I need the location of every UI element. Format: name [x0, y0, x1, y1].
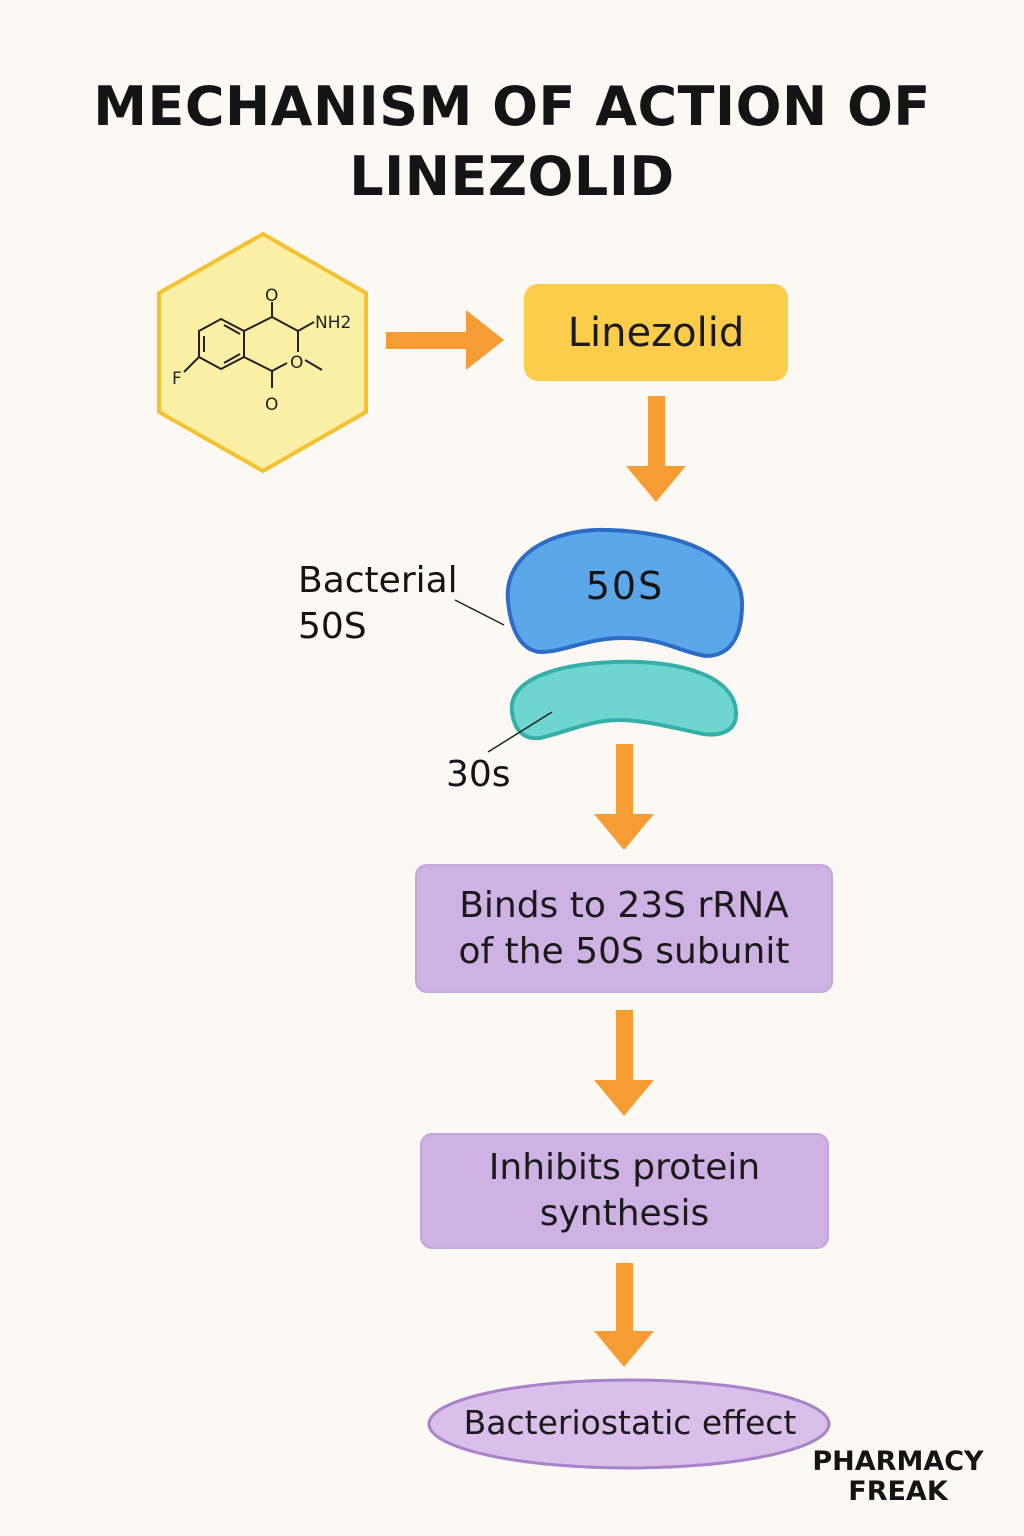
callout-line-50s	[454, 599, 505, 626]
page-title-line-1: MECHANISM OF ACTION OF	[93, 75, 931, 138]
drug-label: Linezolid	[567, 309, 745, 356]
arrow-right-icon	[386, 310, 504, 370]
atom-oxygen-ring: O	[290, 353, 303, 373]
atom-oxygen-top: O	[265, 286, 278, 306]
ribosome-50s-subunit	[505, 527, 745, 659]
drug-box: Linezolid	[524, 284, 788, 381]
arrow-down-icon	[626, 396, 686, 502]
page-title-line-2: LINEZOLID	[349, 145, 675, 208]
arrow-down-icon	[594, 744, 654, 850]
arrow-down-icon	[594, 1010, 654, 1116]
bacterial-50s-callout: Bacterial 50S	[298, 558, 458, 650]
step-box-inhibits: Inhibits protein synthesis	[420, 1133, 829, 1249]
ribosome-30s-subunit	[509, 659, 739, 741]
step-text-line-2: synthesis	[539, 1193, 710, 1234]
subunit-30s-label: 30s	[446, 754, 511, 795]
callout-label-line-2: 50S	[298, 606, 367, 647]
step-text-line-2: of the 50S subunit	[458, 930, 790, 972]
chemical-structure-icon: O O O NH2 F	[157, 231, 368, 474]
callout-line-30s	[487, 711, 553, 753]
atom-fluorine: F	[172, 369, 182, 389]
step-text-line-1: Binds to 23S rRNA	[459, 884, 789, 926]
atom-amine: NH2	[315, 313, 351, 333]
callout-label-line-1: Bacterial	[298, 560, 458, 601]
arrow-down-icon	[594, 1263, 654, 1367]
step-box-binds: Binds to 23S rRNA of the 50S subunit	[415, 864, 833, 993]
molecule-hexagon	[157, 231, 368, 474]
subunit-50s-label: 50S	[585, 564, 665, 608]
brand-logo-line-1: PHARMACY	[812, 1446, 984, 1477]
step-text-line-1: Inhibits protein	[488, 1147, 761, 1188]
atom-oxygen-bottom: O	[265, 395, 278, 415]
effect-ellipse	[427, 1378, 831, 1470]
effect-label: Bacteriostatic effect	[463, 1403, 797, 1442]
brand-logo-line-2: FREAK	[848, 1476, 948, 1507]
